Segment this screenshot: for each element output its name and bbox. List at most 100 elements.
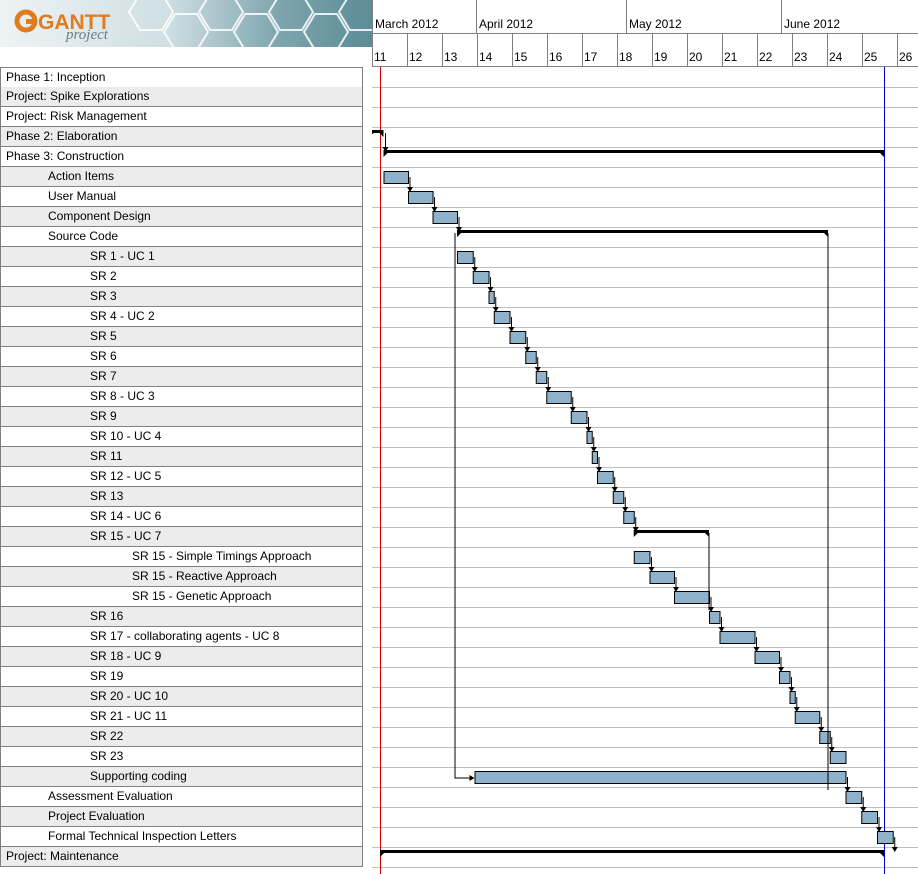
summary-bar[interactable] <box>372 130 384 133</box>
task-bar[interactable] <box>754 651 780 664</box>
task-row[interactable]: SR 9 <box>0 407 363 427</box>
task-bar[interactable] <box>474 771 847 784</box>
task-row[interactable]: Supporting coding <box>0 767 363 787</box>
task-bar[interactable] <box>488 291 495 304</box>
task-bar[interactable] <box>861 811 878 824</box>
task-row[interactable]: SR 15 - Genetic Approach <box>0 587 363 607</box>
task-bar[interactable] <box>719 631 756 644</box>
task-bar[interactable] <box>546 391 572 404</box>
task-row[interactable]: SR 7 <box>0 367 363 387</box>
month-label: April 2012 <box>479 17 533 31</box>
dependency-arrowhead <box>793 707 800 712</box>
task-row[interactable]: SR 16 <box>0 607 363 627</box>
task-row[interactable]: Project: Risk Management <box>0 107 363 127</box>
task-row[interactable]: SR 15 - Reactive Approach <box>0 567 363 587</box>
task-row[interactable]: SR 11 <box>0 447 363 467</box>
task-row[interactable]: Action Items <box>0 167 363 187</box>
task-row[interactable]: SR 4 - UC 2 <box>0 307 363 327</box>
task-bar[interactable] <box>597 471 614 484</box>
task-row[interactable]: SR 20 - UC 10 <box>0 687 363 707</box>
task-row[interactable]: SR 22 <box>0 727 363 747</box>
task-name: Project: Risk Management <box>6 109 147 123</box>
task-bar[interactable] <box>649 571 675 584</box>
task-row[interactable]: SR 23 <box>0 747 363 767</box>
dependency-arrowhead <box>778 667 784 672</box>
task-row[interactable]: Formal Technical Inspection Letters <box>0 827 363 847</box>
task-row[interactable]: SR 5 <box>0 327 363 347</box>
task-bar[interactable] <box>586 431 593 444</box>
task-name: Project: Spike Explorations <box>6 89 150 103</box>
task-row[interactable]: Project Evaluation <box>0 807 363 827</box>
task-bar[interactable] <box>779 671 791 684</box>
task-bar[interactable] <box>432 211 458 224</box>
task-bar[interactable] <box>789 691 796 704</box>
task-bar[interactable] <box>829 751 847 764</box>
task-bar[interactable] <box>383 171 409 184</box>
task-row[interactable]: SR 15 - UC 7 <box>0 527 363 547</box>
task-row[interactable]: SR 3 <box>0 287 363 307</box>
task-bar[interactable] <box>612 491 625 504</box>
month-label: June 2012 <box>784 17 840 31</box>
task-row[interactable]: SR 18 - UC 9 <box>0 647 363 667</box>
task-row[interactable]: SR 17 - collaborating agents - UC 8 <box>0 627 363 647</box>
task-name: SR 8 - UC 3 <box>90 389 155 403</box>
task-row[interactable]: Phase 1: Inception <box>0 67 363 88</box>
task-bar[interactable] <box>845 791 863 804</box>
task-bar[interactable] <box>633 551 651 564</box>
task-bar[interactable] <box>674 591 710 604</box>
task-row[interactable]: Component Design <box>0 207 363 227</box>
task-row[interactable]: SR 14 - UC 6 <box>0 507 363 527</box>
task-bar[interactable] <box>591 451 598 464</box>
task-row[interactable]: Source Code <box>0 227 363 247</box>
task-bar[interactable] <box>877 831 894 844</box>
task-bar[interactable] <box>709 611 721 624</box>
task-row[interactable]: SR 15 - Simple Timings Approach <box>0 547 363 567</box>
week-label: 14 <box>479 50 493 64</box>
task-bar[interactable] <box>472 271 490 284</box>
task-bar[interactable] <box>794 711 821 724</box>
task-row[interactable]: SR 6 <box>0 347 363 367</box>
task-row[interactable]: Project: Spike Explorations <box>0 87 363 107</box>
task-row[interactable]: SR 21 - UC 11 <box>0 707 363 727</box>
task-row[interactable]: SR 19 <box>0 667 363 687</box>
task-row[interactable]: Project: Maintenance <box>0 847 363 867</box>
summary-bar[interactable] <box>457 230 828 233</box>
summary-right-cap <box>705 533 709 537</box>
task-bar[interactable] <box>623 511 635 524</box>
task-row[interactable]: SR 8 - UC 3 <box>0 387 363 407</box>
task-bar[interactable] <box>493 311 511 324</box>
task-bar[interactable] <box>525 351 537 364</box>
week-label: 23 <box>794 50 808 64</box>
logo-text: GANTT <box>38 11 110 34</box>
task-row[interactable]: Phase 2: Elaboration <box>0 127 363 147</box>
task-row[interactable]: SR 13 <box>0 487 363 507</box>
summary-bar[interactable] <box>633 530 709 533</box>
summary-bar[interactable] <box>380 850 884 853</box>
task-row[interactable]: SR 10 - UC 4 <box>0 427 363 447</box>
task-bar[interactable] <box>535 371 548 384</box>
summary-bar[interactable] <box>383 150 885 153</box>
week-label: 17 <box>584 50 598 64</box>
task-name: SR 11 <box>90 449 123 463</box>
task-row[interactable]: User Manual <box>0 187 363 207</box>
task-row[interactable]: SR 12 - UC 5 <box>0 467 363 487</box>
task-row[interactable]: Phase 3: Construction <box>0 147 363 167</box>
dependency-arrowhead <box>632 527 639 532</box>
task-bar[interactable] <box>408 191 434 204</box>
summary-right-cap <box>379 133 384 137</box>
task-row[interactable]: SR 2 <box>0 267 363 287</box>
week-label: 22 <box>759 50 773 64</box>
task-bar[interactable] <box>570 411 588 424</box>
task-bar[interactable] <box>457 251 474 264</box>
task-row[interactable]: Assessment Evaluation <box>0 787 363 807</box>
task-bar[interactable] <box>509 331 527 344</box>
summary-right-cap <box>880 153 884 157</box>
task-bar[interactable] <box>819 731 831 744</box>
task-name: SR 15 - UC 7 <box>90 529 162 543</box>
task-name: SR 16 <box>90 609 124 623</box>
week-label: 12 <box>409 50 423 64</box>
task-name: Phase 3: Construction <box>6 149 125 163</box>
dependency-arrowhead <box>648 567 655 572</box>
task-row[interactable]: SR 1 - UC 1 <box>0 247 363 267</box>
